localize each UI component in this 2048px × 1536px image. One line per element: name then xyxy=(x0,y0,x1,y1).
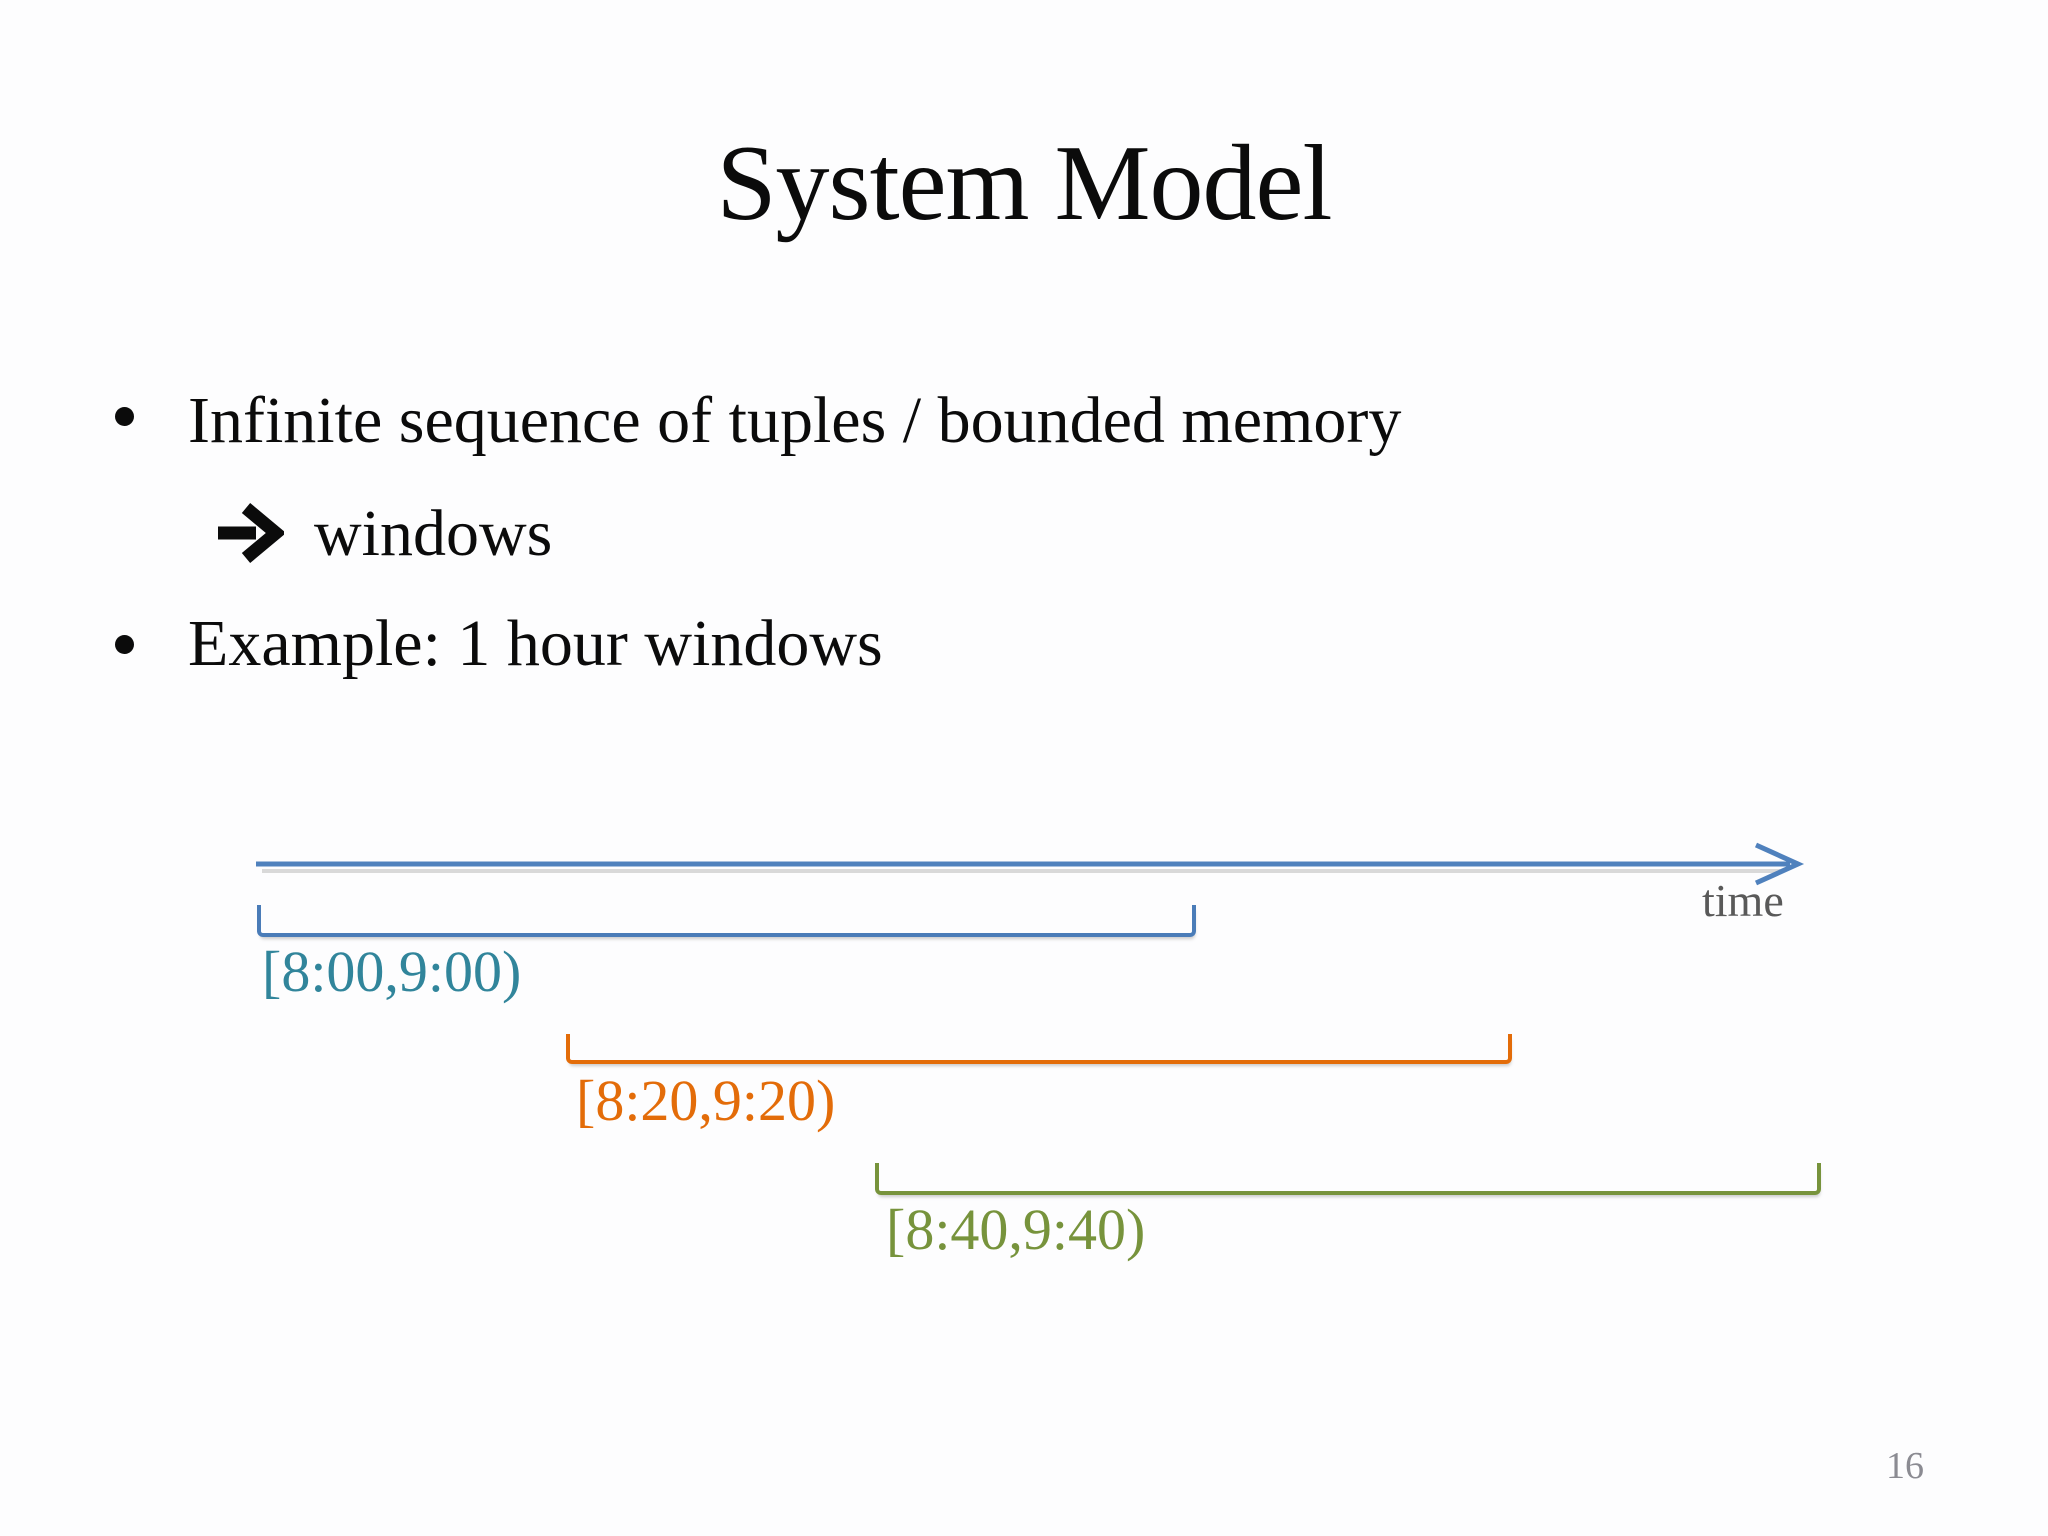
window-label-2: [8:20,9:20) xyxy=(576,1068,836,1133)
bullet-icon xyxy=(115,407,134,426)
page-number: 16 xyxy=(1886,1445,1924,1487)
window-label-3: [8:40,9:40) xyxy=(886,1197,1146,1262)
slide-title: System Model xyxy=(716,124,1332,243)
right-arrow-icon xyxy=(216,503,284,563)
window-label-1: [8:00,9:00) xyxy=(262,939,522,1004)
time-axis-label: time xyxy=(1702,875,1784,926)
window-bracket-3 xyxy=(875,1163,1821,1195)
window-bracket-2 xyxy=(566,1034,1512,1064)
timeline-arrow xyxy=(250,840,1815,897)
window-bracket-1 xyxy=(257,905,1196,937)
bullet-icon xyxy=(115,635,134,654)
bullet-item-1-sub: windows xyxy=(314,497,553,570)
bullet-item-2: Example: 1 hour windows xyxy=(188,607,883,680)
bullet-item-1: Infinite sequence of tuples / bounded me… xyxy=(188,384,1402,457)
timeline-arrowhead xyxy=(1754,842,1805,886)
